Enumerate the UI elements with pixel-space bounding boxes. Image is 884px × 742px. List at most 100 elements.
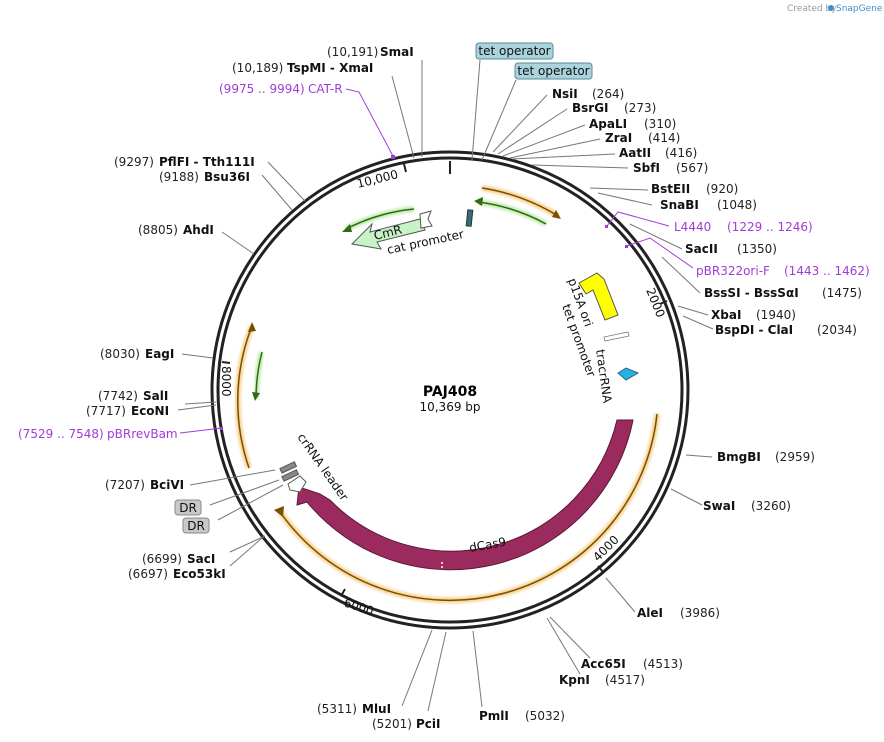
site-nsii-name[interactable]: NsiI	[552, 87, 578, 101]
dcas9-feature[interactable]	[296, 419, 634, 571]
primer-pbr322ori-name[interactable]: pBR322ori-F	[696, 264, 770, 278]
primer-mark-cat-r	[391, 155, 395, 159]
site-tspmi-name[interactable]: TspMI - XmaI	[287, 61, 373, 75]
backbone-outer	[210, 150, 690, 630]
site-bmgbi-name[interactable]: BmgBI	[717, 450, 761, 464]
site-bsu36i-name[interactable]: Bsu36I	[204, 170, 250, 184]
tet-operator-box-2[interactable]	[514, 62, 593, 80]
site-sacii-pos: (1350)	[737, 242, 777, 256]
site-bsssi-pos: (1475)	[822, 286, 862, 300]
cat-promoter-feature[interactable]	[419, 210, 433, 229]
brand-prefix: Created by	[787, 4, 837, 14]
tet-operator-marker[interactable]	[465, 209, 474, 227]
site-bsrgi-name[interactable]: BsrGI	[572, 101, 609, 115]
tet-promoter-feature[interactable]	[603, 331, 630, 342]
tick-label-6000: 6000	[342, 596, 375, 619]
dr-repeat-1[interactable]	[279, 461, 298, 474]
orf-large[interactable]	[279, 413, 658, 602]
tick-8000	[221, 361, 231, 364]
plasmid-name: PAJ408	[423, 384, 477, 400]
primer-pbr322ori-range: (1443 .. 1462)	[784, 264, 870, 278]
site-bspdi-pos: (2034)	[817, 323, 857, 337]
cmr-feature[interactable]	[350, 218, 426, 250]
site-sali-name[interactable]: SalI	[143, 389, 168, 403]
dr-box-2[interactable]	[182, 517, 210, 534]
site-acc65i-name[interactable]: Acc65I	[581, 657, 626, 671]
orf-top[interactable]	[481, 187, 559, 217]
site-saci-name[interactable]: SacI	[187, 552, 215, 566]
site-bspdi-name[interactable]: BspDI - ClaI	[715, 323, 793, 337]
dr-box-label-1: DR	[179, 501, 197, 515]
primer-mark-pbr322ori	[625, 245, 628, 248]
dr-box-1[interactable]	[174, 499, 202, 516]
site-zrai-name[interactable]: ZraI	[605, 131, 632, 145]
site-pcii-name[interactable]: PciI	[416, 717, 441, 731]
site-saci-pos: (6699)	[142, 552, 182, 566]
cmr-label: CmR	[372, 222, 403, 242]
site-tspmi-pos: (10,189)	[232, 61, 283, 75]
site-apali-pos: (310)	[644, 117, 676, 131]
crrna-leader-feature[interactable]	[287, 475, 307, 493]
site-eco53ki-name[interactable]: Eco53kI	[173, 567, 226, 581]
site-smai-name[interactable]: SmaI	[380, 45, 414, 59]
site-snabi-pos: (1048)	[717, 198, 757, 212]
site-pmli-pos: (5032)	[525, 709, 565, 723]
site-swai-name[interactable]: SwaI	[703, 499, 735, 513]
orf-left-arrowhead	[248, 322, 256, 332]
site-bsrgi-pos: (273)	[624, 101, 656, 115]
leader-lines	[177, 59, 714, 712]
primer-mark-l4440	[605, 225, 608, 228]
site-bsteii-name[interactable]: BstEII	[651, 182, 690, 196]
plasmid-length: 10,369 bp	[419, 400, 480, 414]
site-xbai-pos: (1940)	[756, 308, 796, 322]
primer-cat-r-name[interactable]: CAT-R	[308, 82, 343, 96]
site-eagi-name[interactable]: EagI	[145, 347, 174, 361]
dr-repeat-2[interactable]	[281, 469, 300, 482]
tracrrna-feature[interactable]	[617, 367, 640, 381]
dr-box-label-2: DR	[187, 519, 205, 533]
site-bsteii-pos: (920)	[706, 182, 738, 196]
tet-operator-label-2: tet operator	[517, 64, 589, 78]
green-arc-left-arrowhead	[252, 392, 260, 401]
site-pmli-name[interactable]: PmlI	[479, 709, 509, 723]
site-sbfi-name[interactable]: SbfI	[633, 161, 660, 175]
orf-top-arrowhead	[552, 210, 561, 219]
primer-pbrrevbam-name[interactable]: pBRrevBam	[107, 427, 178, 441]
p15a-ori-feature[interactable]	[578, 272, 619, 321]
site-aatii-name[interactable]: AatII	[619, 146, 651, 160]
site-alei-pos: (3986)	[680, 606, 720, 620]
orf-left[interactable]	[237, 325, 253, 469]
orf-large-arrowhead	[274, 506, 284, 517]
site-ahdi-pos: (8805)	[138, 223, 178, 237]
site-bsssi-name[interactable]: BssSI - BssSαI	[704, 286, 799, 300]
site-bcivi-pos: (7207)	[105, 478, 145, 492]
site-alei-name[interactable]: AleI	[637, 606, 663, 620]
snapgene-logo-icon	[828, 5, 834, 11]
green-arc-right[interactable]	[477, 201, 547, 225]
brand-name: SnapGene	[836, 4, 883, 14]
primer-pbrrevbam-range: (7529 .. 7548)	[18, 427, 104, 441]
primer-leader-lines	[179, 88, 694, 434]
site-aatii-pos: (416)	[665, 146, 697, 160]
tick-6000	[340, 588, 346, 597]
site-kpni-name[interactable]: KpnI	[559, 673, 590, 687]
site-acc65i-pos: (4513)	[643, 657, 683, 671]
site-econi-name[interactable]: EcoNI	[131, 404, 169, 418]
tet-operator-box-1[interactable]	[475, 42, 554, 60]
site-swai-pos: (3260)	[751, 499, 791, 513]
site-snabi-name[interactable]: SnaBI	[660, 198, 699, 212]
site-apali-name[interactable]: ApaLI	[589, 117, 627, 131]
site-bmgbi-pos: (2959)	[775, 450, 815, 464]
primer-l4440-name[interactable]: L4440	[674, 220, 711, 234]
site-sacii-name[interactable]: SacII	[685, 242, 718, 256]
site-bcivi-name[interactable]: BciVI	[150, 478, 184, 492]
site-mlui-name[interactable]: MluI	[362, 702, 391, 716]
site-kpni-pos: (4517)	[605, 673, 645, 687]
tick-2000	[659, 300, 668, 305]
dcas9-label: dCas9	[468, 535, 507, 555]
tick-label-8000: 8000	[219, 366, 233, 397]
site-sali-pos: (7742)	[98, 389, 138, 403]
site-pflfi-name[interactable]: PflFI - Tth111I	[159, 155, 255, 169]
site-ahdi-name[interactable]: AhdI	[183, 223, 214, 237]
site-xbai-name[interactable]: XbaI	[711, 308, 741, 322]
